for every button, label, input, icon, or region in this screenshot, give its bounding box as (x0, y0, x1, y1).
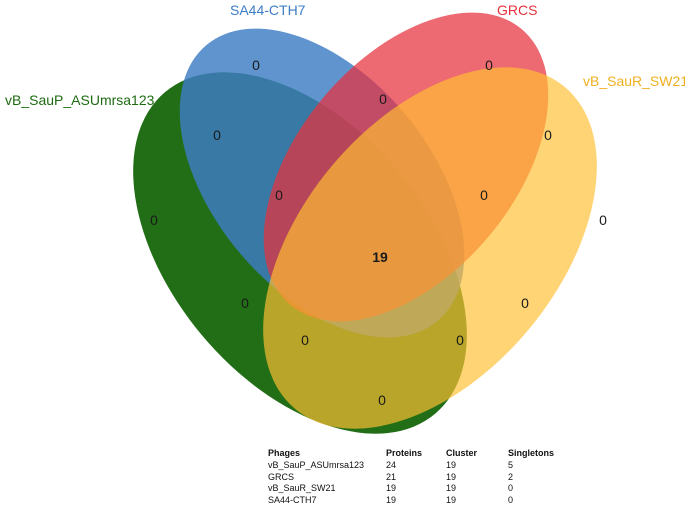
count-asu-sa44: 0 (213, 127, 221, 143)
count-all: 19 (372, 249, 388, 265)
set-label-vb-saup-asumrsa123: vB_SauP_ASUmrsa123 (5, 92, 155, 108)
ellipse-vb-saur-sw21 (263, 67, 597, 429)
cell-cluster: 19 (446, 483, 457, 494)
count-sw21-only: 0 (599, 212, 607, 228)
cell-singletons: 0 (508, 483, 514, 494)
header-cluster: Cluster (446, 448, 478, 458)
count-sa44-only: 0 (252, 57, 260, 73)
count-asu-sw21: 0 (378, 392, 386, 408)
cell-singletons: 0 (508, 494, 514, 505)
cell-cluster: 19 (446, 494, 457, 505)
set-label-sa44-cth7: SA44-CTH7 (230, 2, 306, 18)
count-asu-sa44-grcs: 0 (275, 187, 283, 203)
cell-proteins: 19 (386, 494, 397, 505)
count-grcs-sw21: 0 (544, 127, 552, 143)
table-row: SA44-CTH7 19 19 0 (268, 495, 568, 506)
count-sa44-grcs: 0 (379, 91, 387, 107)
cell-cluster: 19 (446, 471, 457, 482)
phage-stats-table: Phages Proteins Cluster Singletons vB_Sa… (268, 446, 568, 506)
cell-proteins: 19 (386, 483, 397, 494)
table-header-row: Phages Proteins Cluster Singletons (268, 446, 568, 460)
cell-proteins: 24 (386, 460, 397, 471)
count-asu-only: 0 (150, 212, 158, 228)
header-phages: Phages (268, 448, 301, 458)
count-sa44-grcs-sw21: 0 (480, 187, 488, 203)
cell-singletons: 2 (508, 471, 514, 482)
header-proteins: Proteins (386, 448, 423, 458)
cell-singletons: 5 (508, 460, 514, 471)
cell-cluster: 19 (446, 460, 457, 471)
count-sa44-sw21: 0 (521, 295, 529, 311)
count-asu-grcs-sw21: 0 (301, 332, 309, 348)
cell-phage: SA44-CTH7 (268, 494, 317, 505)
set-label-vb-saur-sw21: vB_SauR_SW21 (583, 73, 685, 89)
table-row: vB_SauP_ASUmrsa123 24 19 5 (268, 460, 568, 472)
count-asu-sa44-sw21: 0 (456, 332, 464, 348)
cell-phage: vB_SauP_ASUmrsa123 (268, 460, 365, 471)
set-label-grcs: GRCS (497, 2, 537, 18)
count-grcs-only: 0 (485, 57, 493, 73)
table-row: vB_SauR_SW21 19 19 0 (268, 483, 568, 495)
count-asu-grcs: 0 (241, 295, 249, 311)
cell-proteins: 21 (386, 471, 397, 482)
cell-phage: GRCS (268, 471, 295, 482)
header-singletons: Singletons (508, 448, 555, 458)
cell-phage: vB_SauR_SW21 (268, 483, 336, 494)
table-row: GRCS 21 19 2 (268, 472, 568, 484)
